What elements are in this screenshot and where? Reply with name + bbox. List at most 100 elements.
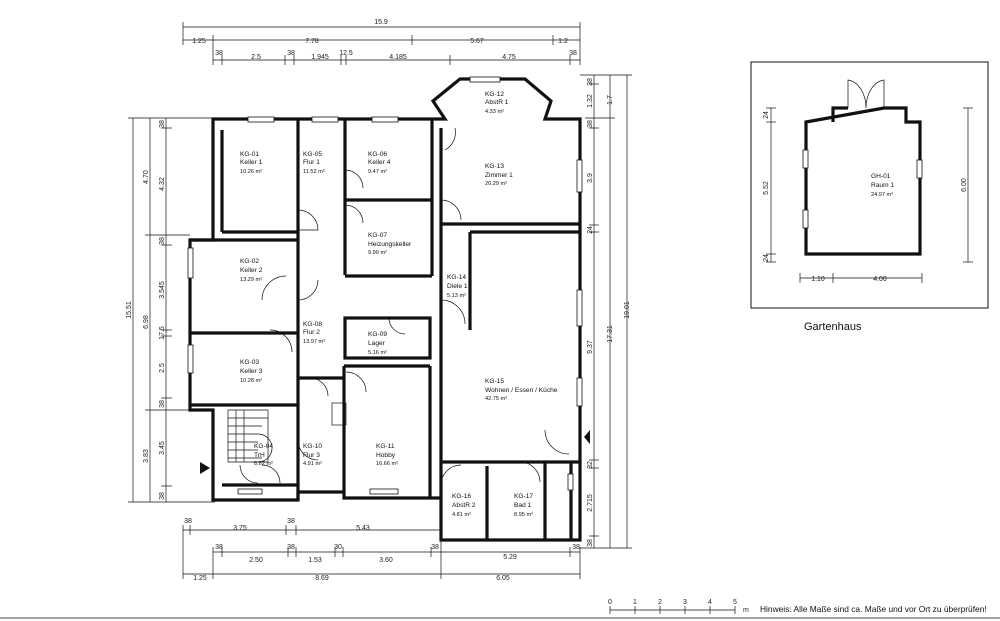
- dim-right-inner-h: 2.715: [587, 494, 594, 512]
- dim-bottom-row3-a: 1.25: [193, 575, 207, 582]
- dim-top-row3-b: 2.5: [251, 54, 261, 61]
- dim-bottom-row3-c: 6.05: [496, 575, 510, 582]
- room-area: 42.75 m²: [485, 396, 507, 402]
- gh-dim-left: 5.52: [763, 181, 770, 195]
- dim-bottom-row1-a: 38: [184, 518, 192, 525]
- gh-dim-right: 6.00: [961, 178, 968, 192]
- room-area: 13.29 m²: [240, 277, 262, 283]
- room-id: KG-12: [485, 91, 504, 98]
- bottom-dimensions: 38 3.75 38 5.43 38 2.50 38 1.53 30 3.60 …: [182, 518, 581, 582]
- scale-tick-1: 1: [633, 599, 637, 606]
- room-name: Flur 2: [303, 329, 320, 336]
- room-name: Flur 3: [303, 452, 320, 459]
- room-kg-13: KG-13 Zimmer 1 20.29 m²: [485, 163, 513, 187]
- room-name: Keller 3: [240, 368, 263, 375]
- dim-bottom-row2-a: 38: [215, 544, 223, 551]
- dim-bottom-row1-c: 38: [287, 518, 295, 525]
- gh-room-name: Raum 1: [871, 182, 894, 189]
- dim-top-row3-h: 38: [569, 50, 577, 57]
- room-area: 4.33 m²: [485, 109, 504, 115]
- room-id: KG-08: [303, 321, 322, 328]
- dim-left-mid-a: 4.70: [143, 170, 150, 184]
- room-id: KG-07: [368, 232, 387, 239]
- room-kg-02: KG-02 Keller 2 13.29 m²: [240, 258, 263, 283]
- scale-tick-4: 4: [708, 599, 712, 606]
- room-area: 16.66 m²: [376, 461, 398, 467]
- room-name: Lager: [368, 340, 386, 347]
- dim-bottom-row2-d: 1.53: [308, 557, 322, 564]
- dim-bottom-row2-i: 38: [572, 544, 580, 551]
- scale-bar: 0 1 2 3 4 5 m: [608, 599, 749, 614]
- scale-tick-2: 2: [658, 599, 662, 606]
- dim-left-inner-f: 2.5: [159, 363, 166, 373]
- room-name: Keller 2: [240, 267, 263, 274]
- dim-right-inner-d: 3.9: [587, 173, 594, 183]
- room-kg-16: KG-16 AbstR 2 4.81 m²: [452, 493, 476, 518]
- gh-dim-bottom-a: 1.10: [811, 276, 825, 283]
- dim-top-row3-g: 4.75: [502, 54, 516, 61]
- room-area: 9.47 m²: [368, 169, 387, 175]
- room-kg-04: KG-04 TrH 8.62 m²: [254, 443, 273, 467]
- dim-left-inner-e: 17.5: [159, 326, 166, 340]
- right-dimensions: 19.01 1.7 17.31 38 1.32 38 3.9 24 9.37 3…: [580, 74, 632, 549]
- room-kg-17: KG-17 Bad 1 8.95 m²: [514, 493, 533, 518]
- dim-bottom-row2-b: 2.50: [249, 557, 263, 564]
- room-labels: KG-01 Keller 1 10.26 m² KG-05 Flur 1 11.…: [240, 91, 558, 518]
- dim-left-inner-c: 38: [159, 237, 166, 245]
- room-id: KG-03: [240, 359, 259, 366]
- room-name: Bad 1: [514, 502, 532, 509]
- garden-house-panel: 24 5.52 24 6.00 1.10 4.00 GH-01 Raum 1 2…: [750, 61, 989, 309]
- dim-left-inner-d: 3.545: [159, 281, 166, 299]
- room-kg-10: KG-10 Flur 3 4.91 m²: [303, 443, 322, 467]
- dim-left-inner-h: 3.45: [159, 441, 166, 455]
- dim-right-inner-f: 9.37: [587, 340, 594, 354]
- room-kg-14: KG-14 Diele 1 5.13 m²: [447, 274, 468, 299]
- dim-left-overall: 15.51: [126, 301, 133, 319]
- disclaimer-note: Hinweis: Alle Maße sind ca. Maße und vor…: [760, 604, 987, 614]
- room-area: 5.16 m²: [368, 350, 387, 356]
- gh-dim-top: 24: [763, 111, 770, 119]
- dim-bottom-row1-b: 3.75: [233, 525, 247, 532]
- dim-left-mid-c: 3.83: [143, 449, 150, 463]
- room-id: KG-17: [514, 493, 533, 500]
- dim-left-inner-g: 38: [159, 400, 166, 408]
- room-name: Flur 1: [303, 159, 320, 166]
- room-kg-07: KG-07 Heizungskeller 9.99 m²: [368, 232, 412, 256]
- top-dimensions: 15.9 1.25 7.78 5.67 1.2 38 2.5 38 1.945 …: [182, 19, 581, 65]
- dim-top-row2-a: 1.25: [192, 38, 206, 45]
- room-id: KG-01: [240, 151, 259, 158]
- room-name: Keller 4: [368, 159, 391, 166]
- room-id: KG-04: [254, 443, 273, 450]
- dim-top-row2-d: 1.2: [558, 38, 568, 45]
- dim-right-inner-c: 38: [587, 120, 594, 128]
- dim-top-overall: 15.9: [374, 19, 388, 26]
- dim-top-row3-c: 38: [287, 50, 295, 57]
- room-id: KG-14: [447, 274, 466, 281]
- room-kg-15: KG-15 Wohnen / Essen / Küche 42.75 m²: [485, 378, 558, 402]
- dim-right-mid-b: 17.31: [607, 325, 614, 343]
- room-id: KG-15: [485, 378, 504, 385]
- dim-bottom-row2-f: 3.60: [379, 557, 393, 564]
- room-kg-05: KG-05 Flur 1 11.52 m²: [303, 151, 325, 175]
- room-id: KG-10: [303, 443, 322, 450]
- dim-top-row2-b: 7.78: [305, 38, 319, 45]
- scale-unit: m: [743, 607, 749, 614]
- dim-bottom-row2-e: 30: [334, 544, 342, 551]
- dim-bottom-row2-h: 5.29: [503, 554, 517, 561]
- room-area: 10.28 m²: [240, 378, 262, 384]
- room-kg-08: KG-08 Flur 2 13.97 m²: [303, 321, 325, 345]
- dim-top-row3-e: 12.5: [339, 50, 353, 57]
- doors: [200, 127, 590, 486]
- room-area: 20.29 m²: [485, 181, 507, 187]
- dim-right-mid-a: 1.7: [607, 95, 614, 105]
- room-area: 8.62 m²: [254, 461, 273, 467]
- room-area: 4.91 m²: [303, 461, 322, 467]
- room-id: KG-11: [376, 443, 395, 450]
- room-id: KG-05: [303, 151, 322, 158]
- dim-top-row2-c: 5.67: [470, 38, 484, 45]
- dim-left-inner-a: 38: [159, 120, 166, 128]
- room-area: 8.95 m²: [514, 512, 533, 518]
- room-name: AbstR 1: [485, 99, 509, 106]
- room-name: Heizungskeller: [368, 241, 412, 248]
